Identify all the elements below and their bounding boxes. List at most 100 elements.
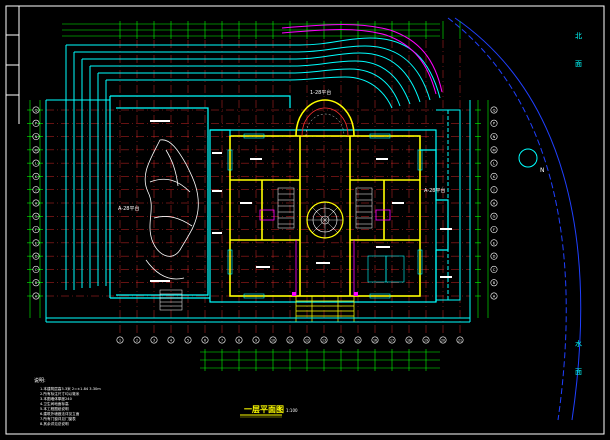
note-line: 1.本建筑层高3.3米 2=±1.84 3.30m (40, 386, 101, 391)
axis-label: 8 (238, 338, 240, 342)
axis-bubble-bottom: 13 (320, 336, 328, 344)
top-terrace-band (281, 24, 443, 95)
axis-label: A (35, 294, 38, 298)
axis-bubble-right: H (490, 199, 498, 207)
axis-label: J (492, 188, 494, 192)
side-label-top: 北 (575, 32, 582, 40)
axis-bubble-left: L (32, 159, 40, 167)
axis-label: 3 (153, 338, 155, 342)
axis-label: E (35, 241, 38, 245)
axis-label: 2 (136, 338, 138, 342)
note-line: 2.所有标注尺寸均以毫米 (40, 391, 80, 396)
terrace-outlines (65, 37, 441, 290)
axis-bubble-bottom: 4 (167, 336, 175, 344)
axis-label: 12 (305, 338, 309, 342)
side-label-bottom-mid: 面 (575, 368, 582, 376)
axis-label: B (35, 281, 38, 285)
axis-label: 9 (255, 338, 257, 342)
axis-label: J (34, 188, 36, 192)
axis-label: 16 (373, 338, 377, 342)
axis-bubble-bottom: 17 (388, 336, 396, 344)
axis-label: P (493, 122, 496, 126)
axis-label: B (493, 281, 496, 285)
garden-rock-shape (144, 139, 199, 280)
axis-bubble-left: P (32, 119, 40, 127)
top-terrace-label: 1-28平台 (310, 89, 331, 96)
axis-bubble-right: N (490, 133, 498, 141)
axis-bubble-left: G (32, 212, 40, 220)
note-line: 7.所有门窗详见门窗表 (40, 416, 76, 421)
axis-label: 20 (441, 338, 445, 342)
axis-bubble-right: C (490, 265, 498, 273)
axis-bubble-bottom: 21 (456, 336, 464, 344)
axis-label: L (493, 162, 495, 166)
axis-bubble-left: H (32, 199, 40, 207)
axis-label: M (492, 148, 495, 152)
drawing-title-text: 一层平面图 (244, 405, 284, 414)
axis-bubble-left: E (32, 239, 40, 247)
axis-label: N (35, 135, 38, 139)
notes-heading: 说明: (34, 377, 46, 384)
axis-label: D (35, 255, 38, 259)
axis-label: 6 (204, 338, 206, 342)
axis-label: H (493, 201, 496, 205)
axis-label: 10 (271, 338, 275, 342)
windows (227, 133, 423, 299)
axis-label: M (34, 148, 37, 152)
note-line: 8.其余详见总说明 (40, 421, 69, 426)
dimension-ticks (27, 21, 481, 371)
north-label: N (540, 167, 545, 174)
axis-label: P (35, 122, 38, 126)
axis-bubble-left: N (32, 133, 40, 141)
axis-label: K (35, 175, 38, 179)
axis-label: 4 (170, 338, 172, 342)
axis-bubble-bottom: 16 (371, 336, 379, 344)
axis-bubble-bottom: 3 (150, 336, 158, 344)
axis-bubble-bottom: 6 (201, 336, 209, 344)
axis-bubble-left: J (32, 186, 40, 194)
notes-block: 说明: 1.本建筑层高3.3米 2=±1.84 3.30m 2.所有标注尺寸均以… (34, 377, 101, 426)
axis-label: 19 (424, 338, 428, 342)
note-line: 5.本工程图纸说明 (40, 406, 69, 411)
axis-label: K (493, 175, 496, 179)
axis-bubble-right: P (490, 119, 498, 127)
axis-label: A (493, 294, 496, 298)
axis-bubble-left: K (32, 172, 40, 180)
axis-bubble-right: L (490, 159, 498, 167)
axis-bubble-bottom: 12 (303, 336, 311, 344)
axis-bubble-bottom: 15 (354, 336, 362, 344)
axis-bubble-left: M (32, 146, 40, 154)
axis-bubble-bottom: 14 (337, 336, 345, 344)
axis-label: E (493, 241, 496, 245)
north-arrow-icon: N (518, 148, 545, 174)
axis-bubble-right: K (490, 172, 498, 180)
axis-bubble-bottom: 9 (252, 336, 260, 344)
axis-bubble-bottom: 11 (286, 336, 294, 344)
axis-bubble-left: D (32, 252, 40, 260)
river-boundary-arc (447, 17, 582, 421)
axis-label: D (493, 255, 496, 259)
axis-bubble-right: E (490, 239, 498, 247)
axis-label: 15 (356, 338, 360, 342)
axis-bubble-left: B (32, 279, 40, 287)
note-line: 6.建筑外墙做法详见立面 (40, 411, 80, 416)
axis-bubble-bottom: 7 (218, 336, 226, 344)
axis-label: 7 (221, 338, 223, 342)
axis-label: C (35, 268, 38, 272)
right-terrace-label: A-28平台 (424, 187, 445, 194)
structural-accents (259, 209, 391, 296)
axis-label: N (493, 135, 496, 139)
entrance-columns (292, 292, 358, 296)
axis-bubble-left: F (32, 226, 40, 234)
room-annotation-marks (150, 120, 452, 282)
axis-label: 1 (119, 338, 121, 342)
axis-bubble-bottom: 19 (422, 336, 430, 344)
axis-label: 11 (288, 338, 292, 342)
axis-bubble-left: A (32, 292, 40, 300)
axis-bubble-bottom: 18 (405, 336, 413, 344)
axis-label: 17 (390, 338, 394, 342)
axis-label: L (35, 162, 37, 166)
